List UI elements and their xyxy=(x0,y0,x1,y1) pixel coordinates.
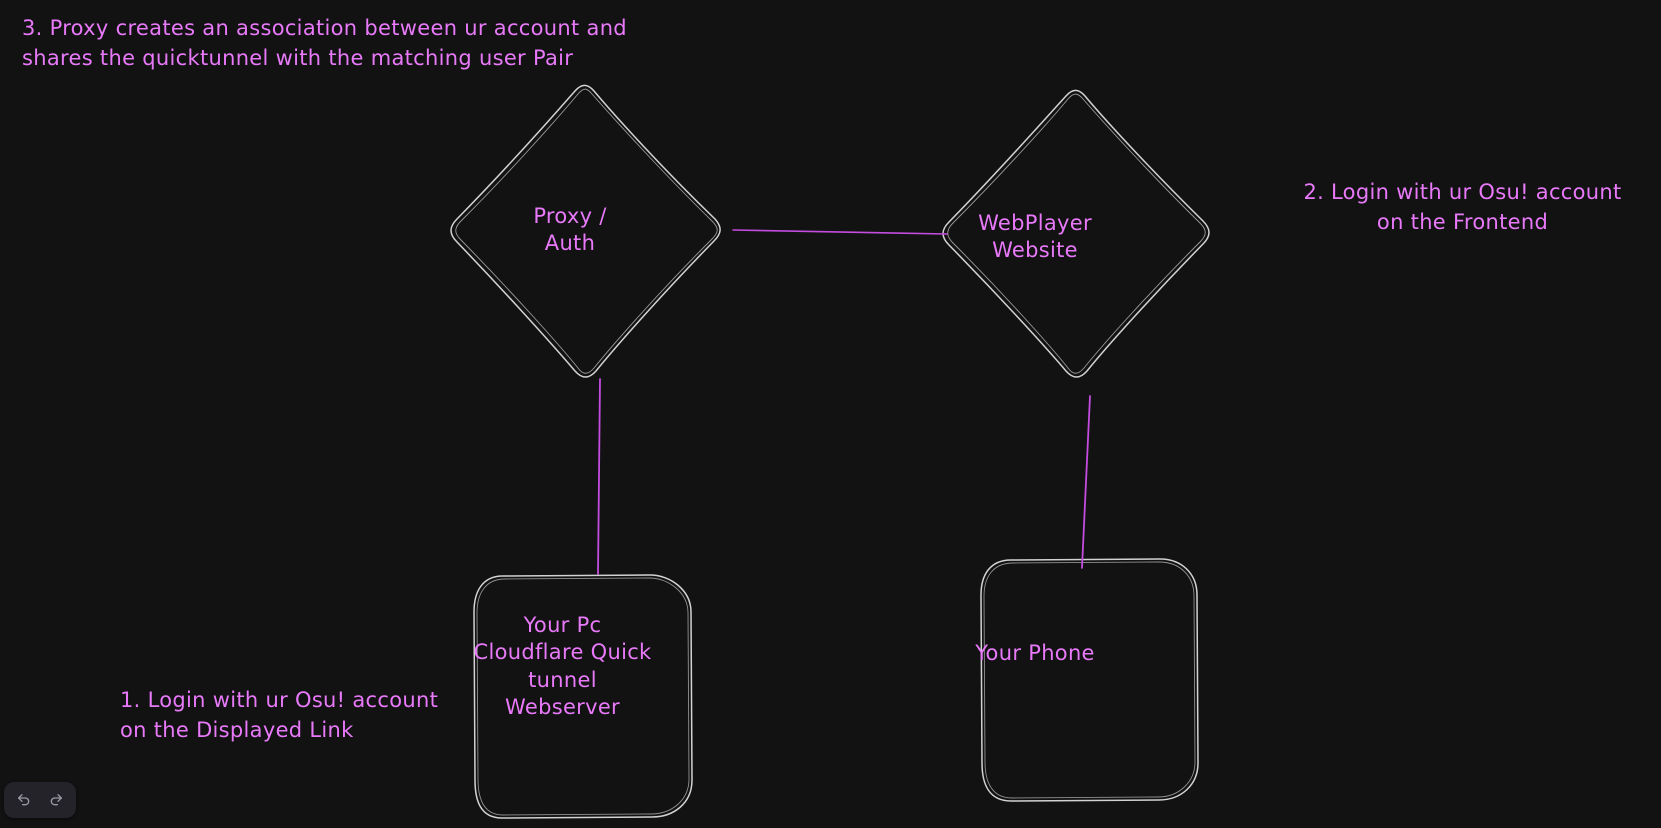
redo-button[interactable] xyxy=(42,787,70,813)
node-label-webplayer-website: WebPlayer Website xyxy=(978,211,1092,263)
history-toolbar xyxy=(4,782,76,818)
connector-webplayer-to-your-phone[interactable] xyxy=(1081,395,1091,569)
undo-icon xyxy=(16,792,32,808)
annotation-step-2: 2. Login with ur Osu! account on the Fro… xyxy=(1303,180,1622,235)
annotation-step-1: 1. Login with ur Osu! account on the Dis… xyxy=(120,688,439,743)
node-your-pc-shape[interactable] xyxy=(473,574,693,819)
node-your-phone-shape[interactable] xyxy=(980,558,1199,802)
connector-proxy-to-webplayer[interactable] xyxy=(732,229,948,235)
node-webplayer-website-shape[interactable] xyxy=(942,89,1210,378)
annotation-step-3: 3. Proxy creates an association between … xyxy=(22,16,627,71)
undo-button[interactable] xyxy=(10,787,38,813)
node-proxy-auth-shape[interactable] xyxy=(450,84,721,378)
redo-icon xyxy=(48,792,64,808)
node-label-proxy-auth: Proxy / Auth xyxy=(533,204,607,256)
node-label-your-phone: Your Phone xyxy=(975,641,1095,665)
connector-proxy-to-your-pc[interactable] xyxy=(597,378,601,575)
node-label-your-pc: Your Pc Cloudflare Quick tunnel Webserve… xyxy=(473,613,652,719)
